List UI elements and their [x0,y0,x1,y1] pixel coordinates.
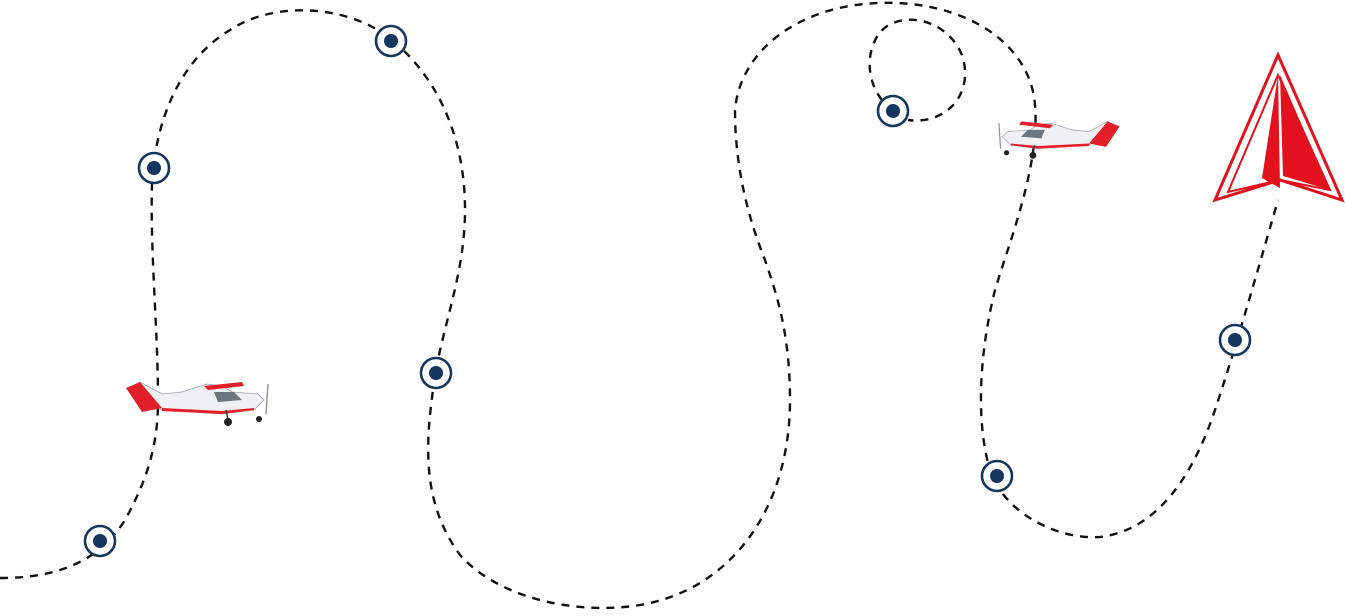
airplane-tail [1089,121,1120,147]
airplane-propeller [265,383,269,415]
airplane-wing [204,382,244,390]
waypoint-dot [1228,333,1242,347]
airplane-wheel [1029,152,1037,159]
waypoint-dot [429,366,443,380]
location-target-icon [419,356,453,390]
airplane-wheel [224,418,232,426]
location-target-icon [876,94,910,128]
waypoints-layer [83,24,1252,558]
location-target-icon [980,459,1014,493]
airplane-stripe [162,408,254,414]
navigation-arrow-inner-outline [1226,72,1332,194]
airplane-fuselage [1001,121,1119,149]
location-target-icon [137,151,171,185]
waypoint-dot [384,34,398,48]
airplane-propeller [998,123,1002,149]
waypoint-dot [93,534,107,548]
navigation-arrow-icon [1212,51,1345,203]
waypoint-dot [886,104,900,118]
navigation-arrow-inner-left [1262,75,1280,188]
airplane-window [214,392,242,402]
airplane-nose-wheel [256,416,262,422]
location-target-icon [374,24,408,58]
airplane-icon [998,121,1120,159]
flight-route-loop [868,18,967,122]
waypoint-dot [147,161,161,175]
airplane-wing [1019,121,1054,129]
flight-route-path [0,1,1280,610]
airplane-icon [126,381,269,426]
airplane-window [1021,129,1045,139]
waypoint-dot [990,469,1004,483]
airplane-nose-wheel [1004,150,1010,156]
location-target-icon [83,524,117,558]
airplane-tail [126,382,162,412]
airplane-stripe [1010,143,1089,149]
location-target-icon [1218,323,1252,357]
